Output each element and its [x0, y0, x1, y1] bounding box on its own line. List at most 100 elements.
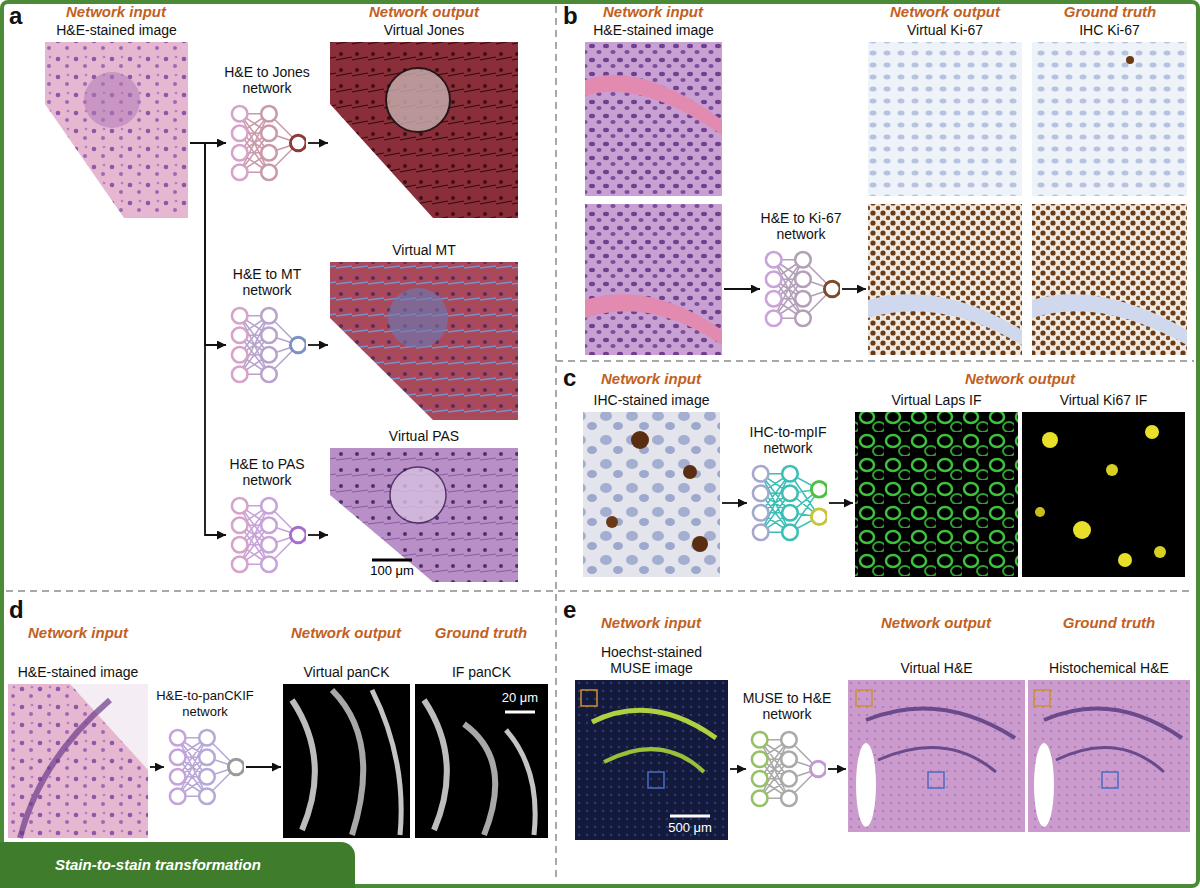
network-icons — [232, 498, 306, 572]
image-caption: Virtual PAS — [389, 428, 459, 444]
section-header: Network input — [28, 624, 128, 642]
stain-image: H&E-stained image — [585, 42, 722, 355]
arrow-connector — [730, 768, 746, 770]
virtual-panck-image — [372, 690, 401, 835]
virtual-panck-image — [292, 700, 315, 830]
stain-image: IHC Ki-67 — [1032, 42, 1187, 355]
stain-image: H&E-stained image — [45, 42, 188, 218]
ihc-image — [606, 516, 618, 528]
if-panck-image — [424, 700, 447, 830]
image-caption: H&E-stained image — [56, 22, 177, 38]
ki67-he-images — [585, 42, 722, 355]
muse-image — [581, 690, 597, 706]
virtual-ki67-if-image — [1022, 412, 1185, 577]
virtual-he-image — [866, 708, 1015, 738]
section-header: Network output — [369, 3, 479, 21]
virtual-he-image — [856, 743, 876, 827]
kidney-he-image — [45, 42, 188, 218]
virtual-he-image — [878, 748, 996, 773]
scale-bar-label: 500 μm — [668, 820, 712, 835]
panel-dividers — [6, 6, 1194, 882]
stain-image: Virtual Ki67 IF — [1022, 412, 1185, 577]
section-header: Network output — [291, 624, 401, 642]
ihc-ki67-images — [1126, 56, 1134, 64]
network-icons — [232, 106, 306, 180]
section-header: Network input — [603, 3, 703, 21]
network-label: H&E-to-panCKIF network — [153, 688, 257, 720]
virtual-pas-image — [390, 467, 446, 523]
image-caption: Virtual Ki-67 — [907, 22, 983, 38]
ihc-ki67-images — [1032, 42, 1187, 196]
image-caption: H&E-stained image — [18, 664, 139, 680]
ihc-image — [583, 412, 720, 577]
network-icon: H&E-to-panCKIF network — [166, 724, 244, 810]
if-panck-image — [415, 684, 548, 838]
panel-letter: b — [563, 3, 578, 29]
network-icon: H&E to MT network — [228, 302, 306, 388]
if-panck-image — [464, 724, 495, 835]
arrow-connector — [828, 768, 846, 770]
stain-image: IHC-stained image — [583, 412, 720, 577]
kidney-he-image — [84, 72, 140, 128]
ihc-image — [683, 465, 697, 479]
network-icons — [232, 308, 306, 382]
histochemical-he-image — [1028, 680, 1190, 832]
virtual-he-image — [848, 680, 1025, 832]
kidney-he-image — [45, 42, 188, 218]
virtual-panck-image — [332, 690, 363, 835]
panel-letter: d — [9, 597, 24, 623]
image-caption: H&E-stained image — [593, 22, 714, 38]
virtual-mt-image — [330, 262, 518, 420]
histochemical-he-image — [1034, 690, 1050, 706]
image-caption: IF panCK — [452, 664, 511, 680]
ki67-he-images — [585, 204, 722, 355]
ihc-image — [692, 536, 708, 552]
stain-image: Virtual Jones — [330, 42, 518, 218]
arrow-connector — [722, 502, 747, 504]
prostate-he-image — [20, 700, 110, 838]
network-label: H&E to Ki-67 network — [751, 210, 851, 242]
virtual-ki67-if-image — [1118, 553, 1132, 567]
section-header: Ground truth — [1063, 614, 1155, 632]
section-header: Network output — [881, 614, 991, 632]
ki67-he-images — [585, 294, 722, 345]
virtual-ki67-images — [868, 204, 1022, 355]
image-caption: Histochemical H&E — [1049, 660, 1169, 676]
virtual-jones-image — [330, 42, 518, 218]
image-caption: IHC-stained image — [594, 392, 710, 408]
virtual-he-image — [848, 680, 1025, 832]
network-icons — [170, 106, 840, 806]
virtual-ki67-if-image — [1073, 521, 1091, 539]
virtual-mt-image — [330, 262, 518, 420]
if-panck-image — [415, 684, 548, 838]
virtual-ki67-if-image — [1035, 507, 1045, 517]
scale-bar-label: 100 μm — [370, 563, 414, 578]
section-header: Network input — [601, 614, 701, 632]
network-icons — [766, 252, 840, 326]
arrow-connector — [308, 344, 328, 346]
network-icon: IHC-to-mpIF network — [749, 460, 827, 546]
if-panck-image — [506, 730, 535, 835]
arrow-connector — [308, 142, 328, 144]
virtual-mt-image — [330, 262, 518, 420]
virtual-mt-image — [388, 288, 448, 348]
virtual-jones-image — [386, 68, 450, 132]
network-label: H&E to PAS network — [215, 456, 319, 488]
kidney-he-image — [45, 42, 188, 218]
muse-image — [575, 680, 728, 840]
virtual-he-image — [856, 690, 872, 706]
image-caption: Virtual MT — [392, 242, 456, 258]
histochemical-he-image — [1034, 743, 1054, 827]
section-header: Network input — [601, 370, 701, 388]
histochemical-he-image — [1044, 708, 1182, 738]
image-caption: IHC Ki-67 — [1079, 22, 1140, 38]
arrow-connector — [829, 502, 853, 504]
network-icon: MUSE to H&E network — [748, 726, 826, 812]
virtual-jones-image — [330, 42, 518, 218]
panel-letter: c — [563, 365, 576, 391]
virtual-laps-if-image — [855, 412, 1018, 577]
